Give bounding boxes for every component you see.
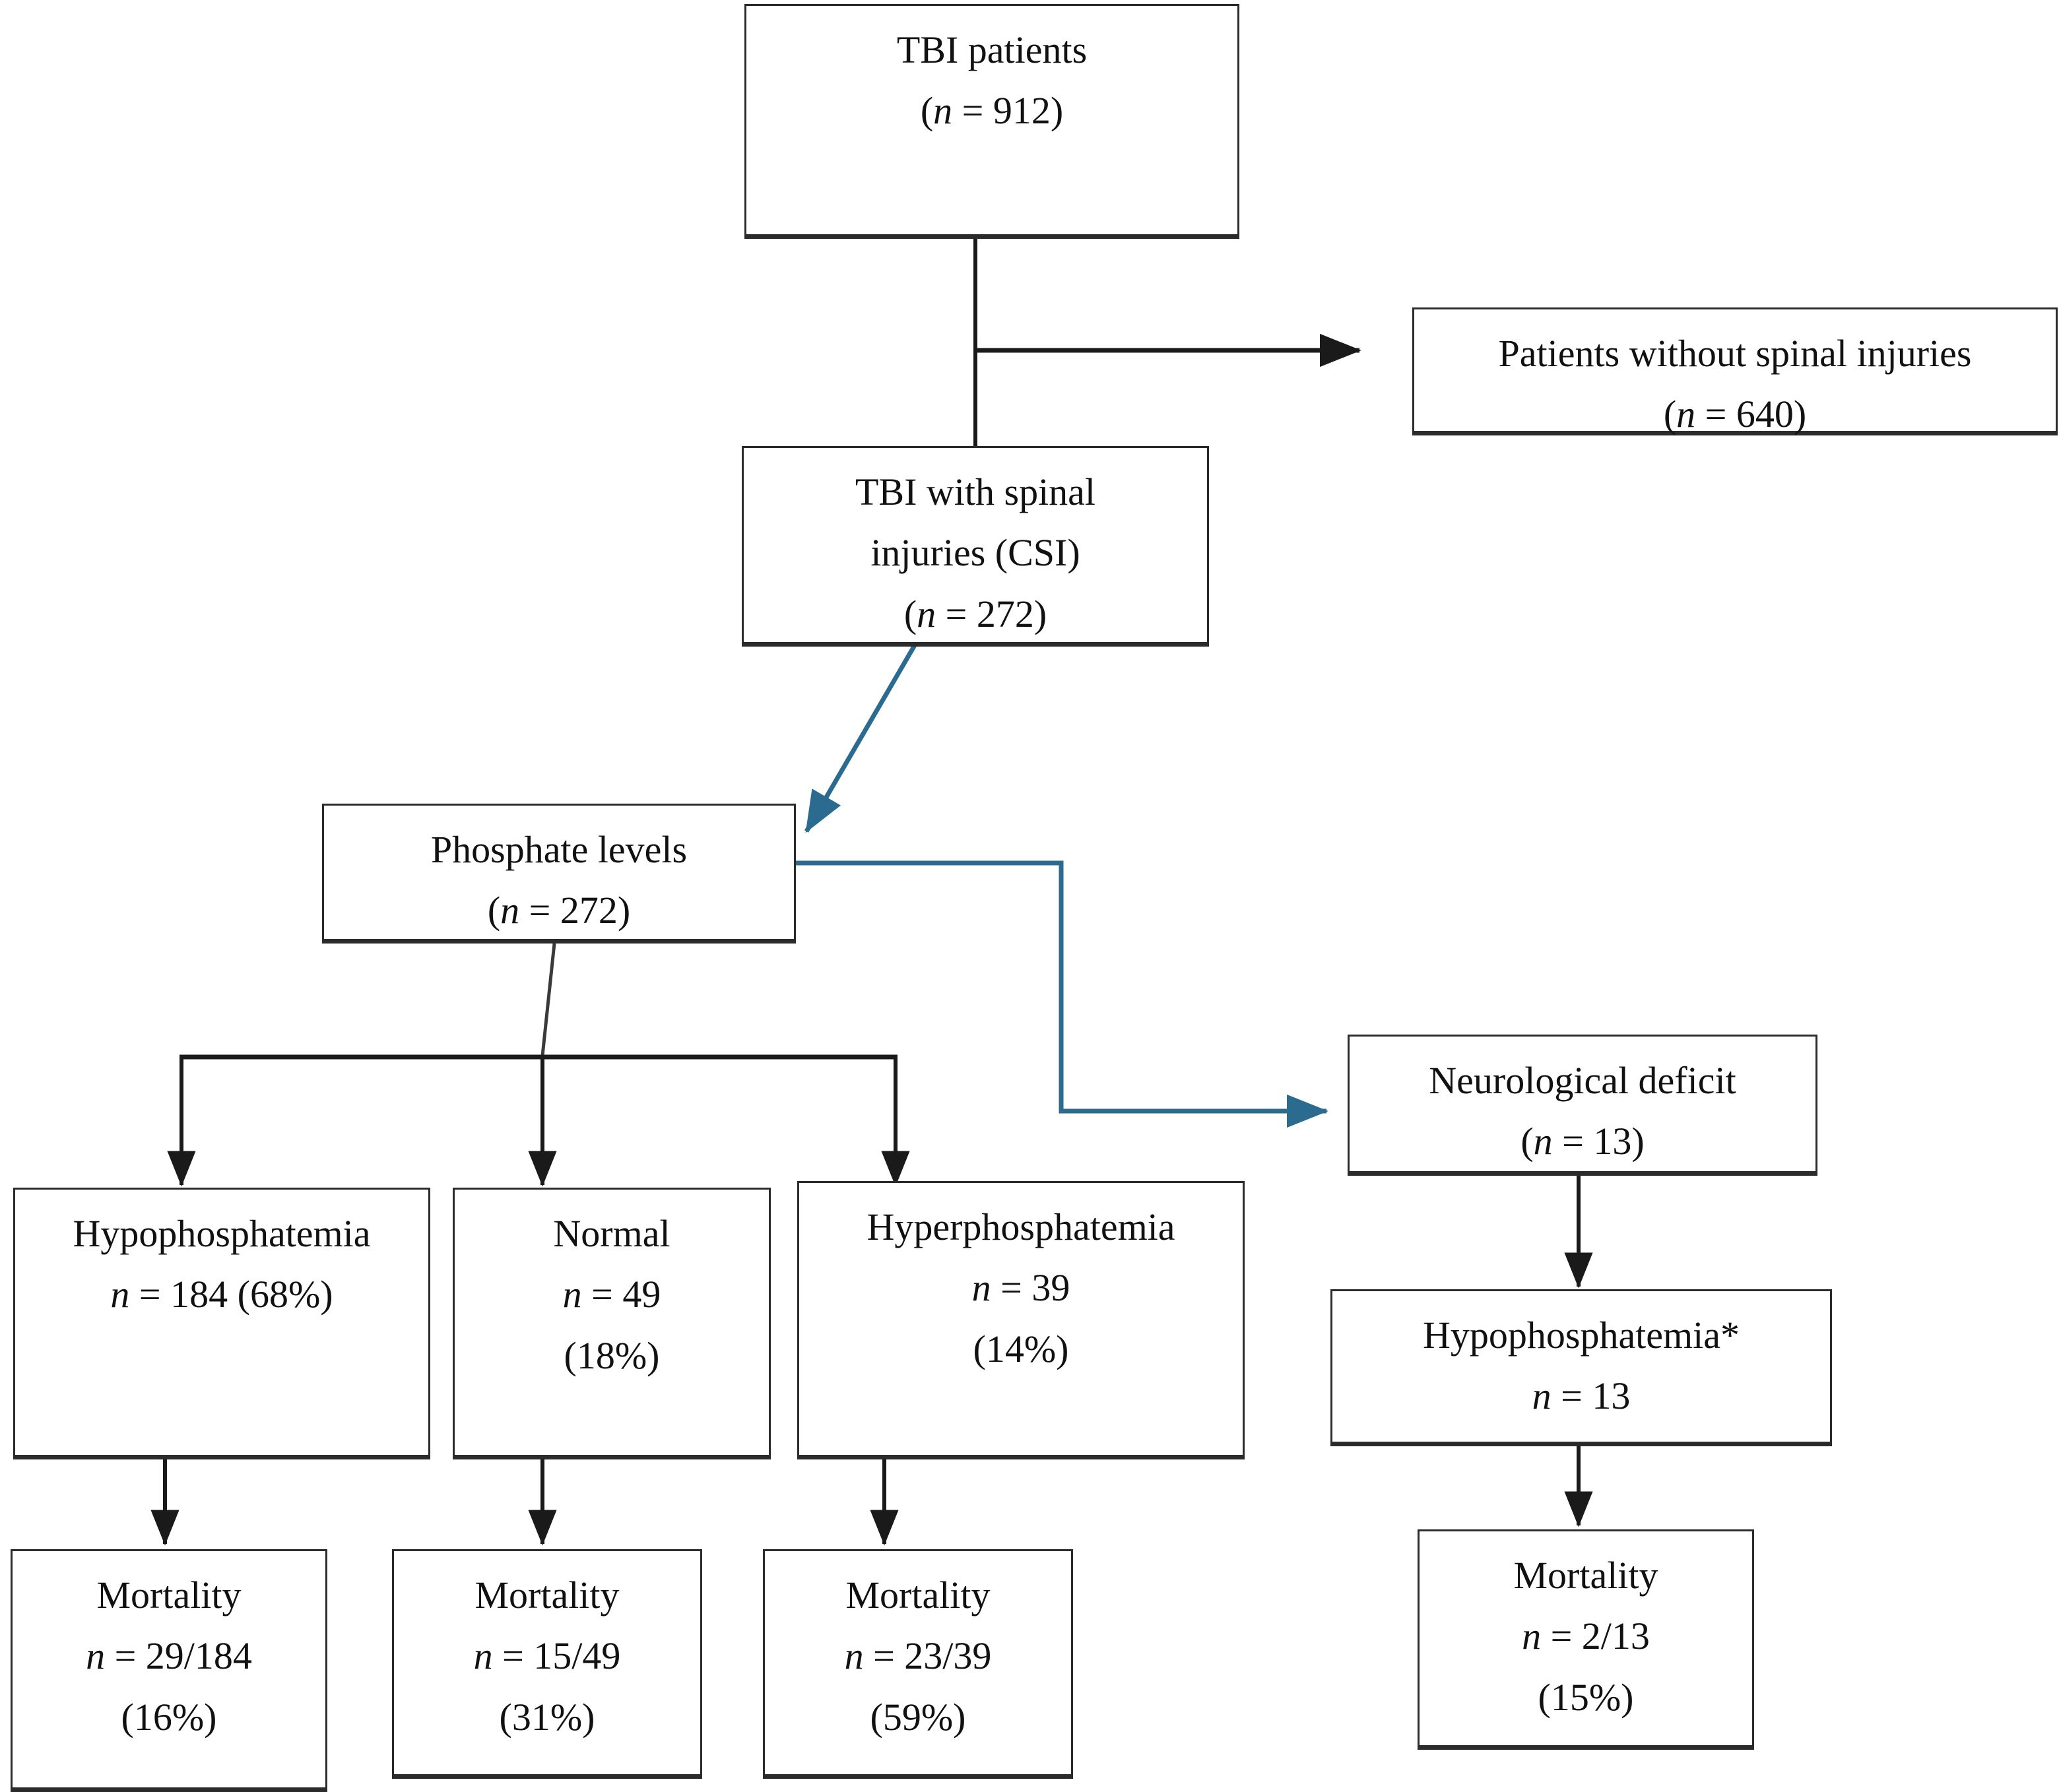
node-no-spinal-line1: Patients without spinal injuries (1498, 332, 1972, 375)
node-mortality-hypophosphatemia[interactable]: Mortality n = 29/184 (16%) (11, 1549, 327, 1792)
node-hypostar-line2: n = 13 (1532, 1374, 1631, 1418)
node-hypo-line1: Hypophosphatemia (73, 1212, 371, 1255)
node-hypo-line2: n = 184 (68%) (110, 1273, 333, 1316)
node-mortality-hyper-line2: n = 23/39 (844, 1634, 992, 1678)
node-no-spinal-line2: (n = 640) (1663, 393, 1807, 436)
node-normal-line3: (18%) (564, 1333, 660, 1377)
node-tbi-csi-line1: TBI with spinal (855, 470, 1096, 513)
node-phosphate-line2: (n = 272) (487, 889, 631, 932)
edge-phosphate-split (167, 943, 910, 1187)
node-phosphate-levels[interactable]: Phosphate levels (n = 272) (322, 804, 796, 944)
node-hypophosphatemia[interactable]: Hypophosphatemia n = 184 (68%) (13, 1188, 430, 1459)
node-neurological-deficit[interactable]: Neurological deficit (n = 13) (1348, 1035, 1817, 1176)
node-neuro-line1: Neurological deficit (1429, 1059, 1736, 1102)
node-mortality-hypo-line3: (16%) (121, 1695, 217, 1739)
node-hyper-line1: Hyperphosphatemia (866, 1205, 1175, 1248)
edge-tbi-to-no-spinal (973, 238, 1361, 446)
node-hypophosphatemia-star[interactable]: Hypophosphatemia* n = 13 (1330, 1289, 1832, 1446)
node-patients-without-spinal-injuries[interactable]: Patients without spinal injuries (n = 64… (1412, 307, 2058, 435)
node-mortality-hyper-line3: (59%) (870, 1695, 966, 1739)
node-tbi-patients-line2: (n = 912) (920, 89, 1064, 133)
edge-phosphate-to-neuro (795, 860, 1328, 1128)
node-mortality-normal-line3: (31%) (499, 1695, 595, 1739)
node-tbi-csi-line3: (n = 272) (903, 592, 1047, 635)
node-hyper-line3: (14%) (973, 1327, 1069, 1370)
node-mortality-hyper-line1: Mortality (845, 1574, 991, 1616)
node-mortality-hypo-line2: n = 29/184 (86, 1634, 252, 1678)
node-mortality-normal-line2: n = 15/49 (473, 1634, 621, 1678)
edge-csi-to-phosphate (804, 644, 917, 833)
node-mortality-normal-line1: Mortality (474, 1574, 620, 1616)
node-mortality-normal[interactable]: Mortality n = 15/49 (31%) (392, 1549, 702, 1779)
node-phosphate-line1: Phosphate levels (430, 828, 688, 871)
node-tbi-patients-line1: TBI patients (896, 28, 1088, 71)
node-normal-line2: n = 49 (562, 1273, 661, 1316)
node-neuro-line2: (n = 13) (1520, 1120, 1645, 1163)
node-tbi-patients[interactable]: TBI patients (n = 912) (744, 4, 1239, 239)
node-mortality-neurological[interactable]: Mortality n = 2/13 (15%) (1418, 1529, 1754, 1750)
node-hyperphosphatemia[interactable]: Hyperphosphatemia n = 39 (14%) (797, 1181, 1245, 1459)
node-normal-line1: Normal (553, 1212, 670, 1255)
node-mortality-neuro-line1: Mortality (1513, 1554, 1658, 1597)
node-mortality-hypo-line1: Mortality (96, 1574, 242, 1616)
node-mortality-neuro-line2: n = 2/13 (1522, 1615, 1650, 1658)
node-hyper-line2: n = 39 (971, 1266, 1070, 1310)
node-tbi-csi-line2: injuries (CSI) (870, 531, 1080, 575)
node-mortality-hyperphosphatemia[interactable]: Mortality n = 23/39 (59%) (763, 1549, 1073, 1779)
node-normal[interactable]: Normal n = 49 (18%) (453, 1188, 771, 1459)
node-mortality-neuro-line3: (15%) (1538, 1675, 1634, 1719)
node-tbi-with-spinal-injuries[interactable]: TBI with spinal injuries (CSI) (n = 272) (742, 446, 1209, 647)
node-hypostar-line1: Hypophosphatemia* (1422, 1314, 1740, 1357)
